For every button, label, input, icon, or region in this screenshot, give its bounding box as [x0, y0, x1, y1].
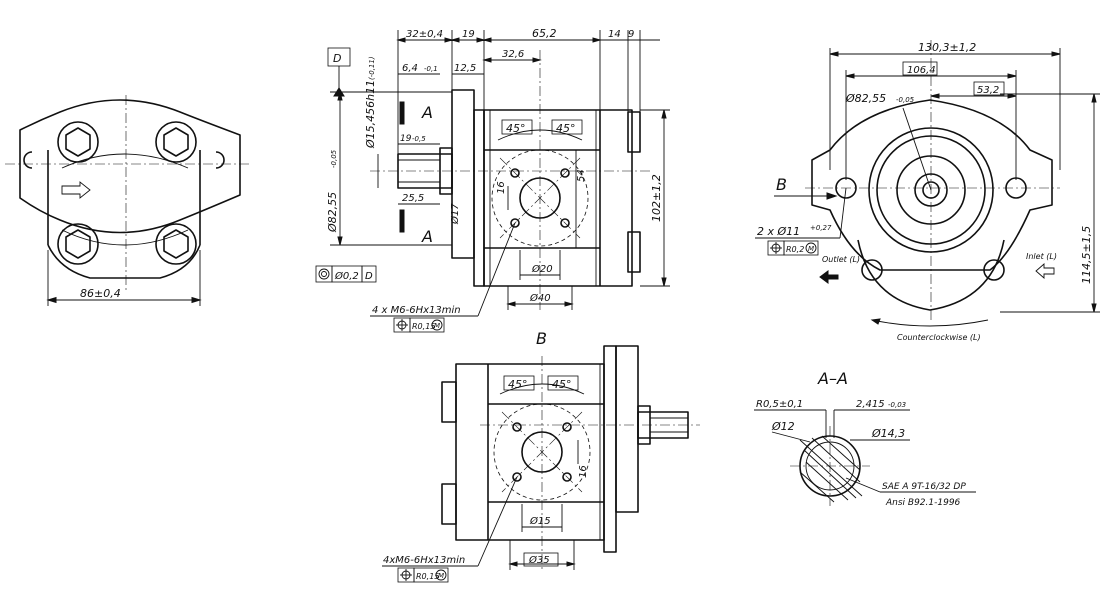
bottom-view: 45° 45° 16 Ø15 Ø35 4xM6-6Hx13min R0,15 M — [382, 345, 700, 583]
datum-d: D — [333, 52, 341, 65]
holes-pos-mod: M — [808, 245, 814, 253]
b-thread-pos-mod: M — [438, 572, 444, 580]
section-dim-2415-tol: -0,03 — [888, 401, 906, 409]
dim-front-pilot: Ø82,55 — [845, 92, 886, 105]
dim-14: 14 — [608, 29, 621, 40]
dim-106: 106,4 — [907, 65, 936, 76]
dim-65: 65,2 — [532, 27, 557, 40]
dim-19: 19 — [462, 29, 475, 40]
thread-pos-mod: M — [434, 322, 440, 330]
b-thread-note: 4xM6-6Hx13min — [383, 555, 465, 566]
dim-12-5: 12,5 — [454, 63, 476, 74]
dim-25-5: 25,5 — [402, 193, 424, 204]
dim-6-4: 6,4 — [402, 63, 418, 74]
rotation-label: Counterclockwise (L) — [897, 333, 981, 342]
dim-32-6: 32,6 — [502, 49, 524, 60]
b-angle-left: 45° — [508, 378, 528, 391]
angle-left: 45° — [506, 122, 526, 135]
view-label-b: B — [536, 329, 547, 348]
thread-note: 4 x M6-6Hx13min — [372, 305, 461, 316]
side-view: A A 45° 45° 32±0,4 19 65,2 14 — [315, 27, 670, 333]
dim-pilot: Ø82,55 — [326, 192, 339, 233]
thread-pos-tol: R0,15 — [412, 322, 435, 331]
section-title: A–A — [817, 369, 848, 388]
dim-holes: 2 x Ø11 — [757, 225, 800, 238]
b-dim-d35: Ø35 — [528, 554, 550, 566]
inlet-arrow-icon — [1035, 263, 1055, 279]
dim-d40: Ø40 — [529, 292, 551, 304]
flow-arrow-icon — [61, 181, 91, 199]
dim-19-05: 19 — [400, 134, 412, 144]
dim-114: 114,5±1,5 — [1080, 226, 1093, 284]
outlet-arrow-icon — [819, 270, 839, 284]
section-d14: Ø14,3 — [871, 427, 905, 440]
dim-6-4-tol: -0,1 — [424, 65, 438, 73]
b-angle-right: 45° — [552, 378, 572, 391]
b-dim-d15: Ø15 — [529, 515, 551, 527]
top-dimensions: 32±0,4 19 65,2 14 9 32,6 12,5 6,4 -0,1 1… — [396, 27, 660, 205]
section-mark-a-bottom: A — [421, 227, 433, 246]
section-d12: Ø12 — [771, 420, 795, 433]
spline-spec: SAE A 9T-16/32 DP — [882, 482, 966, 492]
dim-d17: Ø17 — [449, 203, 461, 225]
dim-32: 32±0,4 — [406, 29, 443, 40]
bolt-hex-icon — [57, 121, 197, 265]
front-view: 130,3±1,2 106,4 53,2 Ø82,55 -0,05 114,5±… — [755, 40, 1100, 342]
dim-19-05-tol: -0,5 — [412, 135, 426, 143]
holes-pos-tol: R0,2 — [786, 245, 804, 254]
section-a-a-view: A–A R0,5±0,1 2,415 -0,03 Ø12 Ø14,3 SAE A… — [754, 369, 976, 508]
dim-holes-tol: +0,27 — [810, 224, 832, 232]
angle-right: 45° — [556, 122, 576, 135]
dim-shaft: Ø15,456h11 — [364, 80, 377, 149]
section-mark-a-top: A — [421, 103, 433, 122]
concentricity-tol: Ø0,2 — [334, 270, 359, 282]
b-dim-16: 16 — [578, 465, 589, 478]
dim-front-pilot-tol: -0,05 — [896, 96, 915, 104]
dim-102: 102±1,2 — [650, 174, 663, 222]
dim-130: 130,3±1,2 — [918, 41, 976, 54]
dim-54: 54 — [576, 169, 587, 182]
dim-d20: Ø20 — [531, 263, 553, 275]
dim-53: 53,2 — [977, 85, 999, 96]
view-arrow-b: B — [776, 175, 787, 194]
outlet-label: Outlet (L) — [822, 255, 860, 264]
dim-shaft-tol: (-0,11) — [368, 56, 376, 80]
b-thread-pos-tol: R0,15 — [416, 572, 439, 581]
left-end-view: 86±0,4 — [5, 95, 252, 306]
dim-9: 9 — [628, 29, 634, 40]
dim-16: 16 — [496, 181, 507, 194]
dim-pilot-tol: -0,05 — [330, 149, 338, 168]
width-dimension: 86±0,4 — [80, 287, 121, 300]
concentricity-ref: D — [365, 271, 373, 282]
inlet-label: Inlet (L) — [1026, 252, 1057, 261]
section-radius: R0,5±0,1 — [756, 399, 803, 410]
spline-standard: Ansi B92.1-1996 — [885, 498, 961, 508]
section-dim-2415: 2,415 — [856, 399, 885, 410]
